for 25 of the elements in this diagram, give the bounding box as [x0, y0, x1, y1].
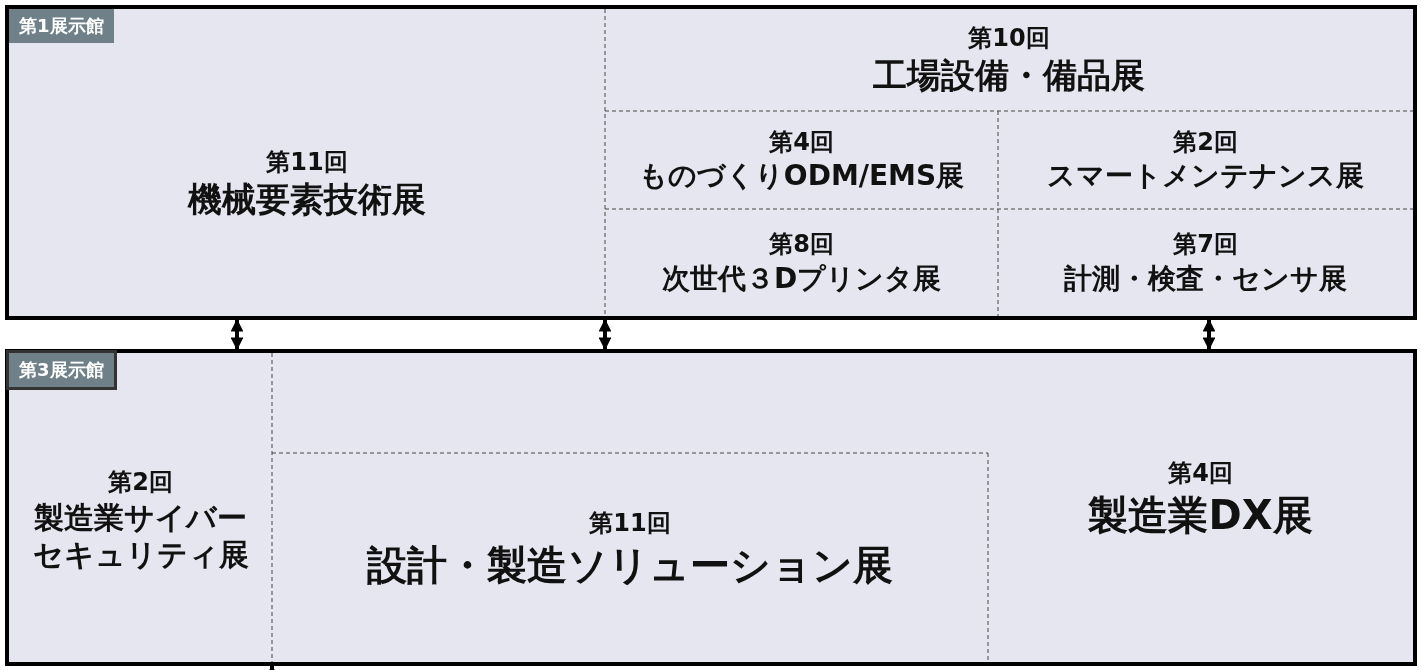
- session-number: 第11回: [266, 147, 348, 179]
- session-number: 第2回: [108, 467, 173, 499]
- arrow: [230, 318, 244, 351]
- session-number: 第7回: [1173, 229, 1238, 261]
- hall-box: [5, 349, 1417, 666]
- hall-tag: 第3展示館: [9, 353, 114, 387]
- exhibition-title: スマートメンテナンス展: [1047, 158, 1364, 194]
- hall-box: [5, 5, 1417, 320]
- exhibition-title: 工場設備・備品展: [873, 54, 1145, 97]
- session-number: 第11回: [589, 508, 671, 540]
- exhibition-title: 製造業サイバーセキュリティ展: [31, 498, 250, 574]
- exhibition-title: 計測・検査・センサ展: [1064, 260, 1347, 296]
- exhibition-title: 製造業DX展: [1088, 490, 1313, 540]
- session-number: 第2回: [1173, 126, 1238, 158]
- exhibition-title: ものづくりODM/EMS展: [638, 158, 965, 194]
- session-number: 第10回: [968, 23, 1050, 55]
- session-number: 第4回: [769, 126, 834, 158]
- exhibition-title: 次世代３Dプリンタ展: [661, 260, 942, 296]
- exhibition-title: 機械要素技術展: [188, 178, 426, 221]
- exhibition-title: 設計・製造ソリューション展: [367, 540, 893, 590]
- arrow: [1202, 318, 1216, 351]
- session-number: 第8回: [769, 229, 834, 261]
- session-number: 第4回: [1168, 458, 1233, 490]
- arrow: [598, 318, 612, 351]
- hall-tag: 第1展示館: [9, 9, 114, 43]
